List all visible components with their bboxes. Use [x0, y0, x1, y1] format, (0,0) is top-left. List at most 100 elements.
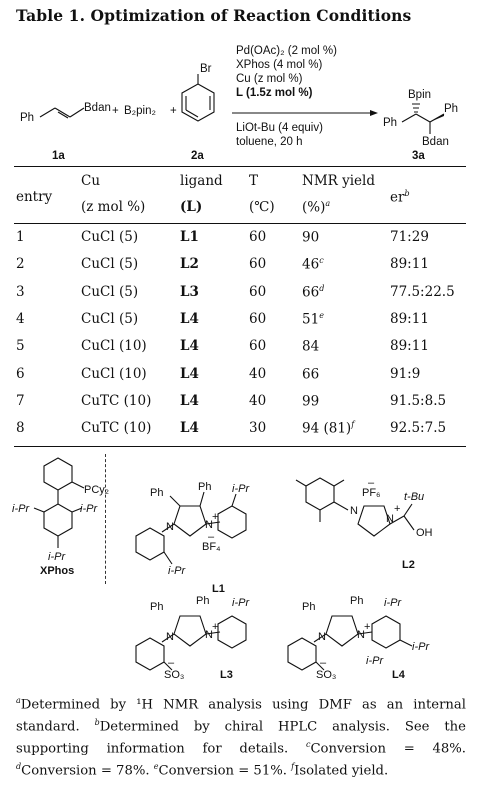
condition-5: LiOt-Bu (4 equiv) [236, 122, 323, 134]
cell-ligand: L4 [180, 420, 199, 436]
cell-t: 60 [249, 284, 266, 300]
header-er-text: er [390, 189, 405, 206]
header-ligand-l: (L) [180, 199, 203, 215]
cell-entry: 1 [16, 229, 25, 245]
cell-er-text: 89:11 [390, 256, 429, 273]
cell-ligand-text: L4 [180, 338, 199, 355]
cell-entry-text: 6 [16, 365, 25, 382]
xphos-ipr-right: i-Pr [80, 503, 98, 515]
reagent-1-bdan: Bdan [84, 102, 111, 114]
cell-cu: CuCl (10) [81, 338, 147, 354]
l2-pf6: PF₆ [362, 487, 381, 499]
l2-n-right: N [386, 513, 394, 525]
ligand-structures: PCy₂ i-Pr i-Pr i-Pr XPhos Ph Ph i-Pr N N… [12, 457, 433, 681]
reagent-3-label: 2a [191, 150, 204, 162]
cell-t: 40 [249, 393, 266, 409]
condition-6: toluene, 20 h [236, 136, 303, 148]
l3-so3: SO₃ [164, 669, 184, 681]
cell-t-text: 60 [249, 283, 267, 300]
cell-er-text: 89:11 [390, 338, 429, 355]
table-header-rule [14, 223, 466, 224]
footnote-marker: a [16, 696, 21, 705]
cell-yield-text: 99 [302, 393, 320, 410]
header-ligand: ligand [180, 173, 223, 189]
cell-cu: CuCl (5) [81, 284, 138, 300]
l1-ph-left: Ph [150, 487, 163, 499]
cell-ligand: L4 [180, 311, 199, 327]
cell-yield-text: 84 [302, 338, 320, 355]
condition-1: Pd(OAc)₂ (2 mol %) [236, 45, 337, 57]
cell-ligand-text: L4 [180, 310, 199, 327]
cell-er: 91:9 [390, 366, 420, 382]
footnote-text: Conversion = 78%. [21, 763, 154, 779]
cell-t: 40 [249, 366, 266, 382]
cell-t-text: 60 [249, 256, 267, 273]
footnote-text: Determined by chiral HPLC analysis. See … [16, 719, 466, 757]
cell-entry: 6 [16, 366, 25, 382]
xphos-ipr-bottom: i-Pr [48, 551, 66, 563]
reagent-2: B₂pin₂ [124, 105, 156, 117]
cell-yield-sup: f [351, 420, 355, 430]
condition-3: Cu (z mol %) [236, 73, 303, 85]
cell-er: 89:11 [390, 311, 429, 327]
plus-sign-1: + [112, 105, 119, 117]
l1-ipr-top: i-Pr [232, 483, 250, 495]
l2-plus: + [394, 503, 400, 515]
footnote-marker: d [16, 761, 22, 771]
header-nmr-unit: (%)a [302, 199, 330, 216]
cell-cu-text: CuCl (5) [81, 310, 139, 327]
cell-ligand: L4 [180, 393, 199, 409]
cell-entry-text: 1 [16, 229, 25, 245]
cell-er-text: 91.5:8.5 [390, 392, 447, 409]
cell-yield-sup: c [319, 256, 324, 266]
cell-er-text: 92.5:7.5 [390, 420, 447, 437]
cell-er-text: 91:9 [390, 365, 421, 382]
product-ph-left: Ph [383, 117, 397, 129]
cell-entry: 4 [16, 311, 25, 327]
cell-cu-text: CuCl (10) [81, 365, 147, 382]
footnote-marker: e [153, 761, 159, 771]
product-bdan: Bdan [422, 136, 449, 148]
l1-bf4: BF₄ [202, 541, 221, 553]
cell-cu: CuCl (5) [81, 229, 138, 245]
header-nmr-yield: NMR yield [302, 173, 375, 189]
footnote-marker: c [305, 739, 311, 749]
l3-ipr: i-Pr [232, 597, 250, 609]
l1-ph-right: Ph [198, 481, 211, 493]
cell-t: 60 [249, 256, 266, 272]
header-t: T [249, 173, 259, 189]
header-er: erb [390, 189, 410, 206]
l3-n-right: N [205, 629, 213, 641]
cell-er-text: 89:11 [390, 310, 429, 327]
footnote-text: Conversion = 48%. [310, 741, 466, 757]
l3-plus: + [212, 621, 218, 633]
footnote-marker: b [94, 717, 100, 727]
cell-yield-text: 66 [302, 366, 320, 382]
cell-er: 77.5:22.5 [390, 284, 455, 300]
l1-n-right: N [205, 519, 213, 531]
cell-yield-sup: e [319, 310, 324, 320]
condition-4: L (1.5z mol %) [236, 87, 313, 99]
reagent-3-br: Br [200, 63, 212, 75]
header-cu-unit: (z mol %) [81, 199, 146, 215]
cell-ligand: L2 [180, 256, 199, 272]
table-top-rule [14, 166, 466, 168]
cell-yield-text: 66 [302, 284, 320, 301]
footnote-text: Determined by ¹H NMR analysis using DMF … [16, 697, 466, 735]
l2-tbu: t-Bu [404, 491, 424, 503]
l1-n-left: N [166, 521, 174, 533]
header-t-unit: (℃) [249, 199, 275, 215]
cell-ligand: L4 [180, 338, 199, 354]
l2-oh: OH [416, 527, 433, 539]
cell-cu-text: CuCl (10) [81, 338, 147, 355]
cell-ligand: L3 [180, 284, 199, 300]
cell-er-text: 77.5:22.5 [390, 283, 455, 300]
cell-er: 89:11 [390, 338, 429, 354]
l4-ipr-bottom: i-Pr [366, 655, 384, 667]
cell-yield-sup: d [319, 283, 325, 293]
l2-name: L2 [402, 559, 415, 571]
cell-cu: CuCl (5) [81, 256, 138, 272]
cell-t-text: 40 [249, 392, 267, 409]
plus-sign-2: + [170, 105, 177, 117]
cell-cu: CuTC (10) [81, 393, 151, 409]
